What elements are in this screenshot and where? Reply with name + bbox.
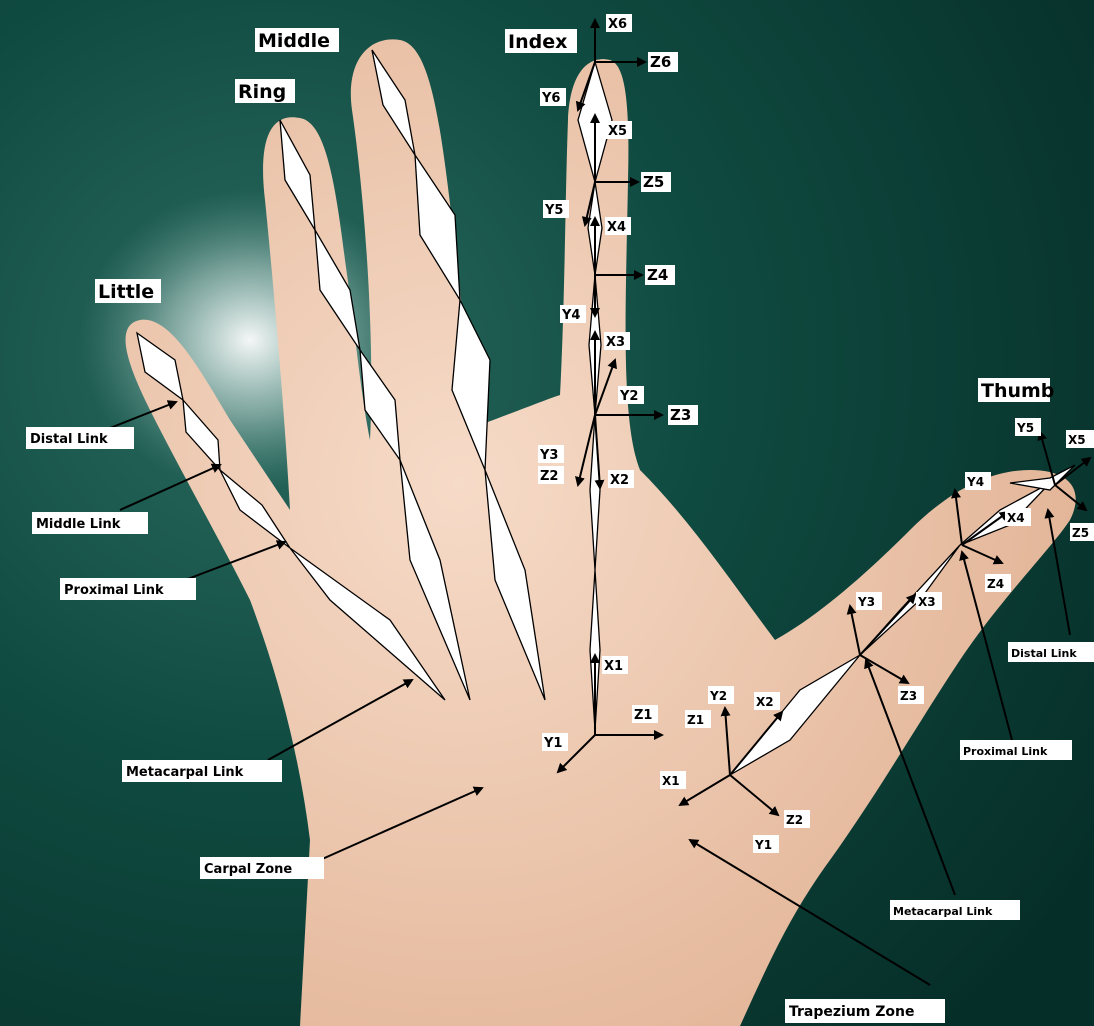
index-axis-z6: Z6 (650, 53, 671, 71)
thumb-axis-x5: X5 (1068, 433, 1086, 447)
thumb-axis-z5: Z5 (1072, 526, 1089, 540)
little-proximal-link-label: Proximal Link (64, 583, 164, 598)
index-axis-y6: Y6 (541, 91, 560, 106)
index-axis-y2: Y2 (619, 389, 638, 404)
thumb-axis-y5: Y5 (1016, 421, 1034, 435)
thumb-axis-y2: Y2 (709, 689, 727, 703)
thumb-axis-x2: X2 (756, 695, 774, 709)
thumb-axis-z3: Z3 (900, 689, 917, 703)
index-axis-x3: X3 (606, 335, 625, 350)
thumb-axis-x3: X3 (918, 595, 936, 609)
carpal-zone-label: Carpal Zone (204, 862, 292, 877)
trapezium-zone-label: Trapezium Zone (789, 1004, 915, 1020)
thumb-distal-link-label: Distal Link (1011, 647, 1077, 660)
index-axis-y1: Y1 (543, 736, 562, 751)
thumb-axis-z4: Z4 (987, 577, 1004, 591)
index-axis-z4: Z4 (647, 266, 668, 284)
thumb-proximal-link-label: Proximal Link (963, 745, 1048, 758)
finger-label-middle: Middle (258, 30, 330, 52)
index-axis-x6: X6 (608, 17, 627, 32)
index-axis-z2: Z2 (540, 469, 558, 484)
index-axis-z1: Z1 (634, 708, 652, 723)
index-axis-z3: Z3 (670, 406, 691, 424)
finger-label-thumb: Thumb (981, 380, 1054, 402)
thumb-axis-y4: Y4 (966, 475, 984, 489)
thumb-metacarpal-link-label: Metacarpal Link (893, 905, 993, 918)
thumb-axis-z1: Z1 (687, 713, 704, 727)
finger-label-little: Little (98, 281, 154, 303)
index-axis-x1: X1 (604, 659, 623, 674)
finger-label-index: Index (508, 31, 567, 53)
thumb-axis-x4: X4 (1007, 511, 1025, 525)
index-axis-y4: Y4 (561, 308, 580, 323)
thumb-axis-y1: Y1 (754, 838, 772, 852)
thumb-axis-y3: Y3 (857, 595, 875, 609)
little-metacarpal-link-label: Metacarpal Link (126, 765, 244, 780)
little-distal-link-label: Distal Link (30, 432, 108, 447)
little-middle-link-label: Middle Link (36, 517, 121, 532)
index-axis-y5: Y5 (544, 203, 563, 218)
finger-label-ring: Ring (238, 81, 286, 103)
index-axis-x4: X4 (607, 220, 626, 235)
index-axis-z5: Z5 (643, 173, 664, 191)
index-axis-x5: X5 (608, 124, 627, 139)
thumb-axis-z2: Z2 (786, 813, 803, 827)
index-axis-x2: X2 (610, 473, 629, 488)
thumb-axis-x1: X1 (662, 774, 680, 788)
index-axis-y3: Y3 (539, 448, 558, 463)
